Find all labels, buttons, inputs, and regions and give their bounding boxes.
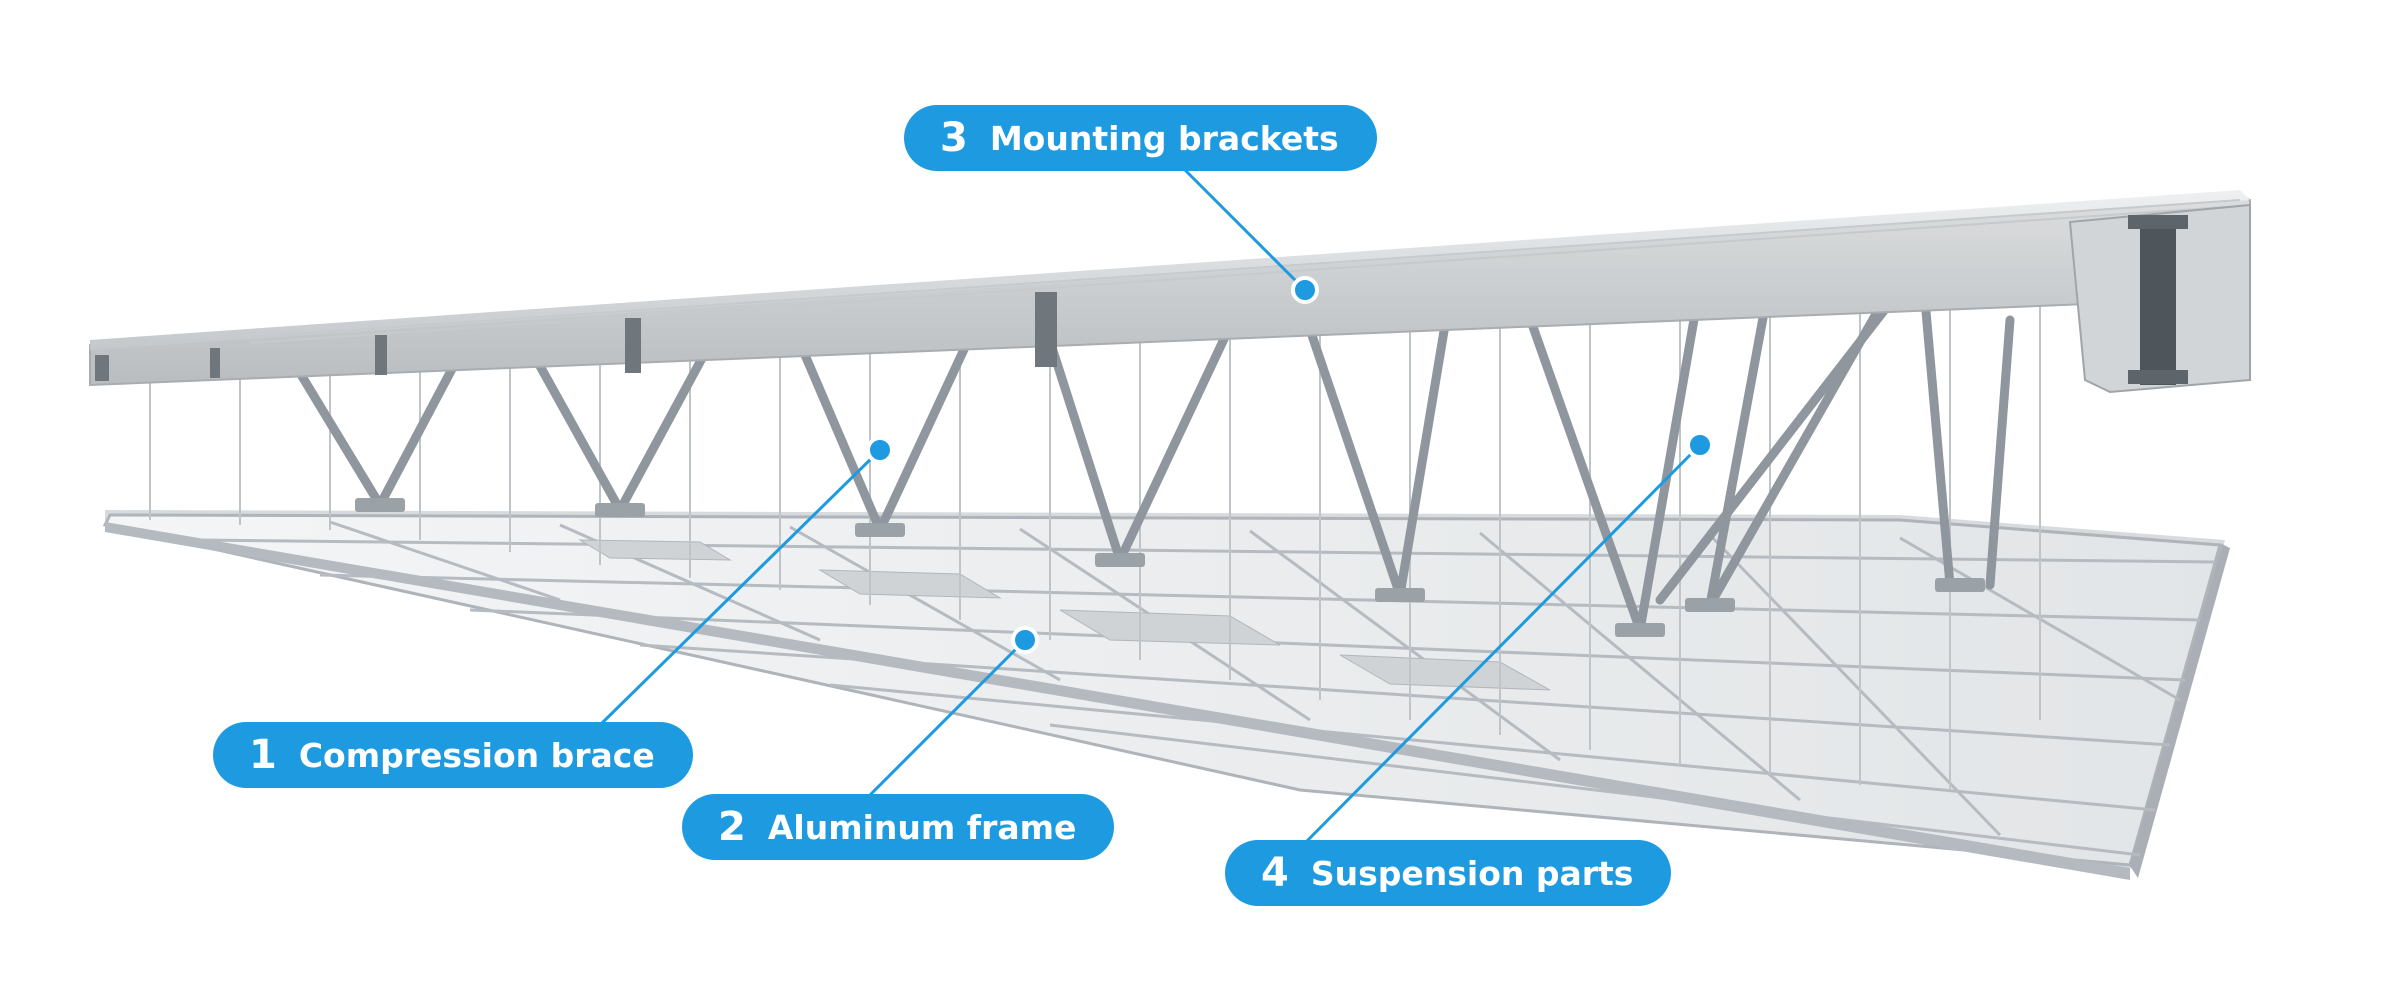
- leader-dot-suspension-parts: [1686, 431, 1714, 459]
- callout-aluminum-frame: 2 Aluminum frame: [682, 794, 1115, 860]
- callout-mounting-brackets: 3 Mounting brackets: [904, 105, 1377, 171]
- callout-number: 2: [718, 804, 746, 850]
- leader-dot-compression-brace: [866, 436, 894, 464]
- mounting-beam: [89, 190, 2251, 394]
- callout-number: 4: [1261, 850, 1289, 896]
- leader-dots: [866, 276, 1714, 654]
- callout-suspension-parts: 4 Suspension parts: [1225, 840, 1672, 906]
- leader-dot-mounting-brackets: [1291, 276, 1319, 304]
- callout-number: 3: [940, 115, 968, 161]
- leader-dot-aluminum-frame: [1011, 626, 1039, 654]
- compression-braces: [275, 267, 2015, 635]
- brace-feet: [355, 498, 1985, 637]
- callout-compression-brace: 1 Compression brace: [213, 722, 693, 788]
- callout-number: 1: [249, 732, 277, 778]
- callout-label: Compression brace: [298, 735, 655, 775]
- callout-label: Mounting brackets: [989, 118, 1339, 158]
- aluminum-frame-grid: [102, 510, 2230, 880]
- callout-label: Aluminum frame: [767, 807, 1077, 847]
- leader-lines: [598, 168, 1702, 845]
- callout-label: Suspension parts: [1310, 853, 1634, 893]
